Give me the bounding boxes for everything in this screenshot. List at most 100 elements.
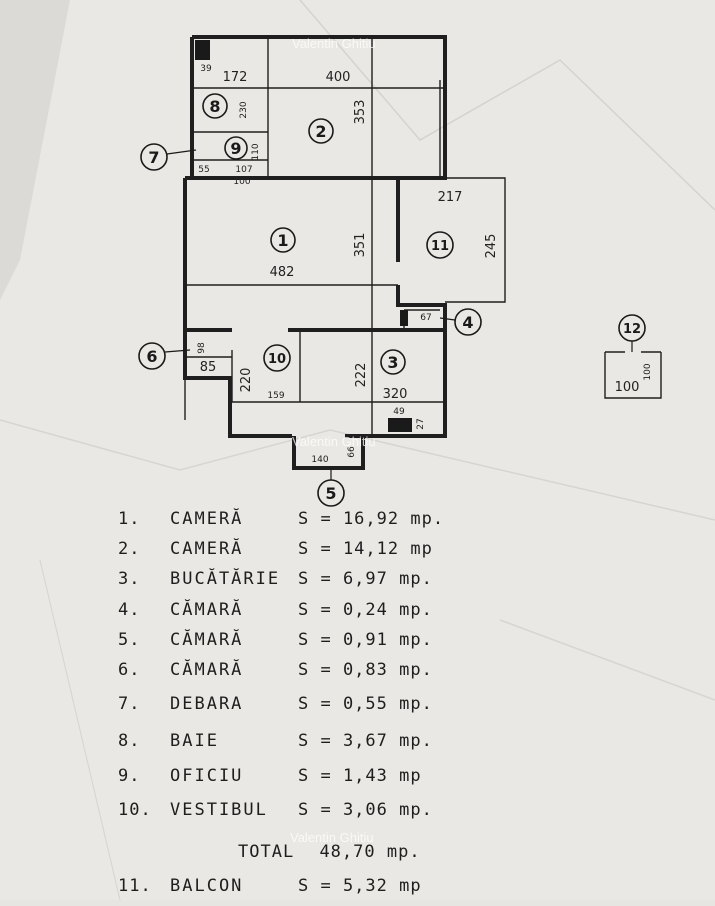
room-11-label: 11	[431, 239, 449, 254]
legend-number: 1.	[118, 509, 141, 529]
dim-482: 482	[270, 265, 295, 280]
room-10-label: 10	[268, 352, 286, 367]
room-9-marker: 9	[224, 136, 248, 160]
dim-353: 353	[353, 100, 368, 125]
dim-220: 220	[239, 368, 254, 393]
legend-area: S = 5,32 mp	[298, 876, 422, 896]
room-2-label: 2	[315, 122, 326, 141]
legend-room-name: BUCĂTĂRIE	[170, 569, 281, 589]
dim-49: 49	[393, 407, 405, 417]
room-11-marker: 11	[426, 231, 454, 259]
legend-room-name: CAMERĂ	[170, 509, 244, 529]
watermark-top: Valentin Ghitiu	[292, 36, 376, 51]
dim-351: 351	[353, 233, 368, 258]
legend-number: 10.	[118, 800, 152, 820]
legend-row: 4. CĂMARĂ S = 0,24 mp.	[118, 600, 538, 630]
legend-area: S = 14,12 mp	[298, 539, 433, 559]
room-2-marker: 2	[308, 118, 334, 144]
dim-98: 98	[197, 342, 207, 354]
dim-66: 66	[347, 446, 357, 458]
dim-320: 320	[383, 387, 408, 402]
legend-room-name: CĂMARĂ	[170, 630, 244, 650]
legend-row: 5. CĂMARĂ S = 0,91 mp.	[118, 630, 538, 660]
legend-number: 2.	[118, 539, 141, 559]
legend-room-name: BALCON	[170, 876, 244, 896]
dim-110: 110	[251, 143, 261, 160]
legend-room-name: OFICIU	[170, 766, 244, 786]
dim-100-width: 100	[615, 380, 640, 395]
room-7-label: 7	[148, 148, 159, 167]
legend-number: 9.	[118, 766, 141, 786]
legend-row: 11. BALCON S = 5,32 mp	[118, 876, 538, 906]
legend-number: 6.	[118, 660, 141, 680]
legend-row: 2. CAMERĂ S = 14,12 mp	[118, 539, 538, 569]
legend-row: 8. BAIE S = 3,67 mp.	[118, 731, 538, 761]
dim-55: 55	[198, 165, 209, 175]
legend-row: 9. OFICIU S = 1,43 mp	[118, 766, 538, 796]
dim-67: 67	[420, 313, 431, 323]
legend-room-name: BAIE	[170, 731, 219, 751]
total-value: 48,70 mp.	[319, 842, 421, 862]
room-3-label: 3	[387, 353, 398, 372]
dim-100-small: 100	[233, 177, 250, 187]
legend-room-name: CAMERĂ	[170, 539, 244, 559]
total-label: TOTAL	[238, 842, 295, 862]
dim-85: 85	[200, 360, 217, 375]
watermark-bottom: Valentin Ghitiu	[290, 830, 374, 845]
room-9-label: 9	[230, 139, 241, 158]
plan-drawing: 1 2 3 4 5 6 7	[138, 35, 662, 507]
room-12-label: 12	[623, 322, 641, 337]
legend-area: S = 3,06 mp.	[298, 800, 433, 820]
dim-230: 230	[239, 101, 249, 118]
dim-172: 172	[223, 70, 248, 85]
legend-area: S = 0,24 mp.	[298, 600, 433, 620]
room-1-label: 1	[277, 231, 288, 250]
dim-159: 159	[267, 391, 284, 401]
room-12-marker: 12	[618, 314, 646, 352]
legend-number: 4.	[118, 600, 141, 620]
dim-217: 217	[438, 190, 463, 205]
legend-area: S = 1,43 mp	[298, 766, 422, 786]
dim-39: 39	[200, 64, 212, 74]
watermark-middle: Valentin Ghitiu	[292, 434, 376, 449]
room-10-marker: 10	[263, 344, 291, 372]
legend-room-name: CĂMARĂ	[170, 660, 244, 680]
legend-number: 7.	[118, 694, 141, 714]
room-5-marker: 5	[317, 468, 345, 507]
legend-number: 8.	[118, 731, 141, 751]
room-4-label: 4	[462, 313, 473, 332]
legend-number: 11.	[118, 876, 152, 896]
room-3-marker: 3	[380, 349, 406, 375]
legend-area: S = 0,91 mp.	[298, 630, 433, 650]
legend-room-name: DEBARA	[170, 694, 244, 714]
legend-number: 3.	[118, 569, 141, 589]
legend-area: S = 6,97 mp.	[298, 569, 433, 589]
legend-room-name: CĂMARĂ	[170, 600, 244, 620]
room-8-label: 8	[209, 97, 220, 116]
legend-area: S = 3,67 mp.	[298, 731, 433, 751]
legend-row: 1. CAMERĂ S = 16,92 mp.	[118, 509, 538, 539]
legend-area: S = 0,83 mp.	[298, 660, 433, 680]
room-7-marker: 7	[140, 143, 197, 171]
room-1-marker: 1	[270, 227, 296, 253]
room-8-marker: 8	[202, 93, 228, 119]
room-6-marker: 6	[138, 342, 191, 370]
legend-area: S = 16,92 mp.	[298, 509, 445, 529]
legend-row: 7. DEBARA S = 0,55 mp.	[118, 694, 538, 724]
legend-row: 10. VESTIBUL S = 3,06 mp.	[118, 800, 538, 830]
room-4-marker: 4	[439, 308, 482, 336]
total-row: TOTAL 48,70 mp.	[238, 842, 435, 862]
dim-222: 222	[354, 363, 369, 388]
legend-row: 3. BUCĂTĂRIE S = 6,97 mp.	[118, 569, 538, 599]
dim-27: 27	[416, 418, 426, 429]
legend-number: 5.	[118, 630, 141, 650]
dim-140: 140	[311, 455, 328, 465]
dim-100-height: 100	[643, 363, 653, 380]
dim-400: 400	[326, 70, 351, 85]
dim-107: 107	[235, 165, 252, 175]
legend-area: S = 0,55 mp.	[298, 694, 433, 714]
legend-room-name: VESTIBUL	[170, 800, 268, 820]
room-6-label: 6	[146, 347, 157, 366]
dim-245: 245	[484, 234, 499, 259]
